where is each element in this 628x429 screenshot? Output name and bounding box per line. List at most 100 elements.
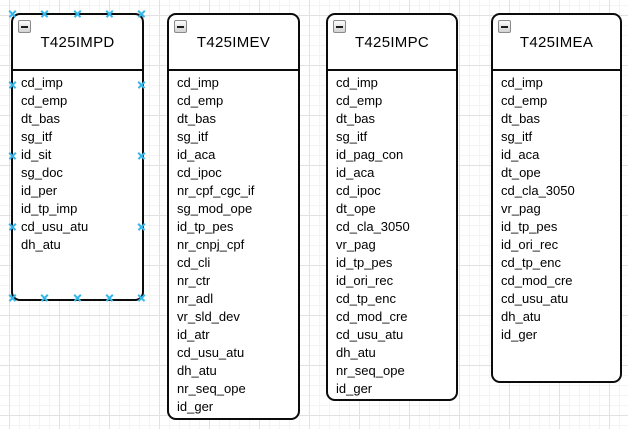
field-row[interactable]: cd_imp: [177, 75, 219, 90]
selection-handle[interactable]: [73, 293, 82, 302]
field-row[interactable]: dt_bas: [177, 111, 217, 126]
entity-table-t425impc[interactable]: T425IMPC cd_imp cd_emp dt_bas sg_itf id_pag_…: [326, 13, 458, 401]
field-row[interactable]: id_ger: [501, 327, 538, 342]
entity-header: T425IMEV: [169, 15, 298, 71]
field-row[interactable]: cd_emp: [21, 93, 68, 108]
field-row[interactable]: id_tp_pes: [177, 219, 234, 234]
field-row[interactable]: dt_ope: [501, 165, 541, 180]
selection-handle[interactable]: [8, 80, 17, 89]
field-row[interactable]: id_per: [21, 183, 58, 198]
field-row[interactable]: cd_tp_enc: [501, 255, 561, 270]
field-row[interactable]: nr_cnpj_cpf: [177, 237, 245, 252]
selection-handle[interactable]: [105, 293, 114, 302]
field-list: cd_imp cd_emp dt_bas sg_itf id_sit sg_doc id_p…: [13, 71, 142, 299]
field-row[interactable]: nr_seq_ope: [177, 381, 246, 396]
field-row[interactable]: vr_pag: [501, 201, 541, 216]
field-row[interactable]: id_tp_imp: [21, 201, 78, 216]
field-row[interactable]: cd_imp: [501, 75, 543, 90]
field-row[interactable]: cd_tp_enc: [336, 291, 396, 306]
selection-handle[interactable]: [137, 80, 146, 89]
field-row[interactable]: sg_itf: [21, 129, 53, 144]
field-row[interactable]: id_aca: [336, 165, 375, 180]
entity-header: T425IMPD: [13, 15, 142, 71]
entity-title: T425IMPD: [40, 33, 115, 51]
field-row[interactable]: cd_emp: [501, 93, 548, 108]
field-row[interactable]: nr_seq_ope: [336, 363, 405, 378]
minus-icon: [177, 25, 184, 28]
field-row[interactable]: vr_sld_dev: [177, 309, 240, 324]
collapse-button[interactable]: [18, 20, 31, 33]
selection-handle[interactable]: [8, 222, 17, 231]
field-row[interactable]: cd_ipoc: [177, 165, 222, 180]
field-row[interactable]: cd_cli: [177, 255, 211, 270]
selection-handle[interactable]: [137, 151, 146, 160]
selection-handle[interactable]: [8, 293, 17, 302]
collapse-button[interactable]: [174, 20, 187, 33]
field-row[interactable]: id_ori_rec: [501, 237, 559, 252]
field-row[interactable]: cd_emp: [177, 93, 224, 108]
field-row[interactable]: cd_cla_3050: [336, 219, 410, 234]
field-row[interactable]: dt_ope: [336, 201, 376, 216]
collapse-button[interactable]: [498, 20, 511, 33]
field-row[interactable]: id_tp_pes: [336, 255, 393, 270]
selection-handle[interactable]: [40, 9, 49, 18]
field-row[interactable]: nr_ctr: [177, 273, 211, 288]
field-row[interactable]: sg_itf: [501, 129, 533, 144]
field-row[interactable]: cd_imp: [21, 75, 63, 90]
selection-handle[interactable]: [40, 293, 49, 302]
field-row[interactable]: id_sit: [21, 147, 52, 162]
field-list: cd_imp cd_emp dt_bas sg_itf id_aca cd_ipoc nr_…: [169, 71, 298, 418]
field-row[interactable]: vr_pag: [336, 237, 376, 252]
field-row[interactable]: sg_itf: [336, 129, 368, 144]
field-row[interactable]: id_aca: [177, 147, 216, 162]
field-row[interactable]: sg_mod_ope: [177, 201, 253, 216]
field-row[interactable]: cd_mod_cre: [501, 273, 573, 288]
field-row[interactable]: dt_bas: [336, 111, 376, 126]
field-row[interactable]: cd_usu_atu: [501, 291, 569, 306]
field-row[interactable]: id_pag_con: [336, 147, 404, 162]
field-row[interactable]: nr_cpf_cgc_if: [177, 183, 255, 198]
field-list: cd_imp cd_emp dt_bas sg_itf id_pag_con id_aca…: [328, 71, 456, 399]
selection-handle[interactable]: [73, 9, 82, 18]
field-row[interactable]: cd_imp: [336, 75, 378, 90]
field-row[interactable]: cd_usu_atu: [177, 345, 245, 360]
field-row[interactable]: dh_atu: [501, 309, 541, 324]
entity-title: T425IMEA: [519, 33, 594, 51]
collapse-button[interactable]: [333, 20, 346, 33]
selection-handle[interactable]: [137, 293, 146, 302]
entity-title: T425IMPC: [354, 33, 430, 51]
field-row[interactable]: cd_emp: [336, 93, 383, 108]
field-row[interactable]: dh_atu: [336, 345, 376, 360]
minus-icon: [21, 25, 28, 28]
field-row[interactable]: dt_bas: [21, 111, 61, 126]
selection-handle[interactable]: [8, 151, 17, 160]
selection-handle[interactable]: [137, 9, 146, 18]
field-row[interactable]: dh_atu: [21, 237, 61, 252]
field-row[interactable]: id_ori_rec: [336, 273, 394, 288]
field-row[interactable]: id_ger: [336, 381, 373, 396]
minus-icon: [501, 25, 508, 28]
field-row[interactable]: id_aca: [501, 147, 540, 162]
field-row[interactable]: id_atr: [177, 327, 210, 342]
field-row[interactable]: cd_usu_atu: [336, 327, 404, 342]
selection-handle[interactable]: [8, 9, 17, 18]
field-row[interactable]: sg_itf: [177, 129, 209, 144]
field-row[interactable]: nr_adl: [177, 291, 214, 306]
field-list: cd_imp cd_emp dt_bas sg_itf id_aca dt_ope cd_c…: [493, 71, 620, 381]
field-row[interactable]: id_tp_pes: [501, 219, 558, 234]
selection-handle[interactable]: [105, 9, 114, 18]
field-row[interactable]: cd_ipoc: [336, 183, 381, 198]
field-row[interactable]: sg_doc: [21, 165, 63, 180]
field-row[interactable]: cd_cla_3050: [501, 183, 575, 198]
field-row[interactable]: cd_usu_atu: [21, 219, 89, 234]
field-row[interactable]: dt_bas: [501, 111, 541, 126]
field-row[interactable]: id_ger: [177, 399, 214, 414]
field-row[interactable]: cd_mod_cre: [336, 309, 408, 324]
selection-handle[interactable]: [137, 222, 146, 231]
field-row[interactable]: dh_atu: [177, 363, 217, 378]
entity-header: T425IMEA: [493, 15, 620, 71]
